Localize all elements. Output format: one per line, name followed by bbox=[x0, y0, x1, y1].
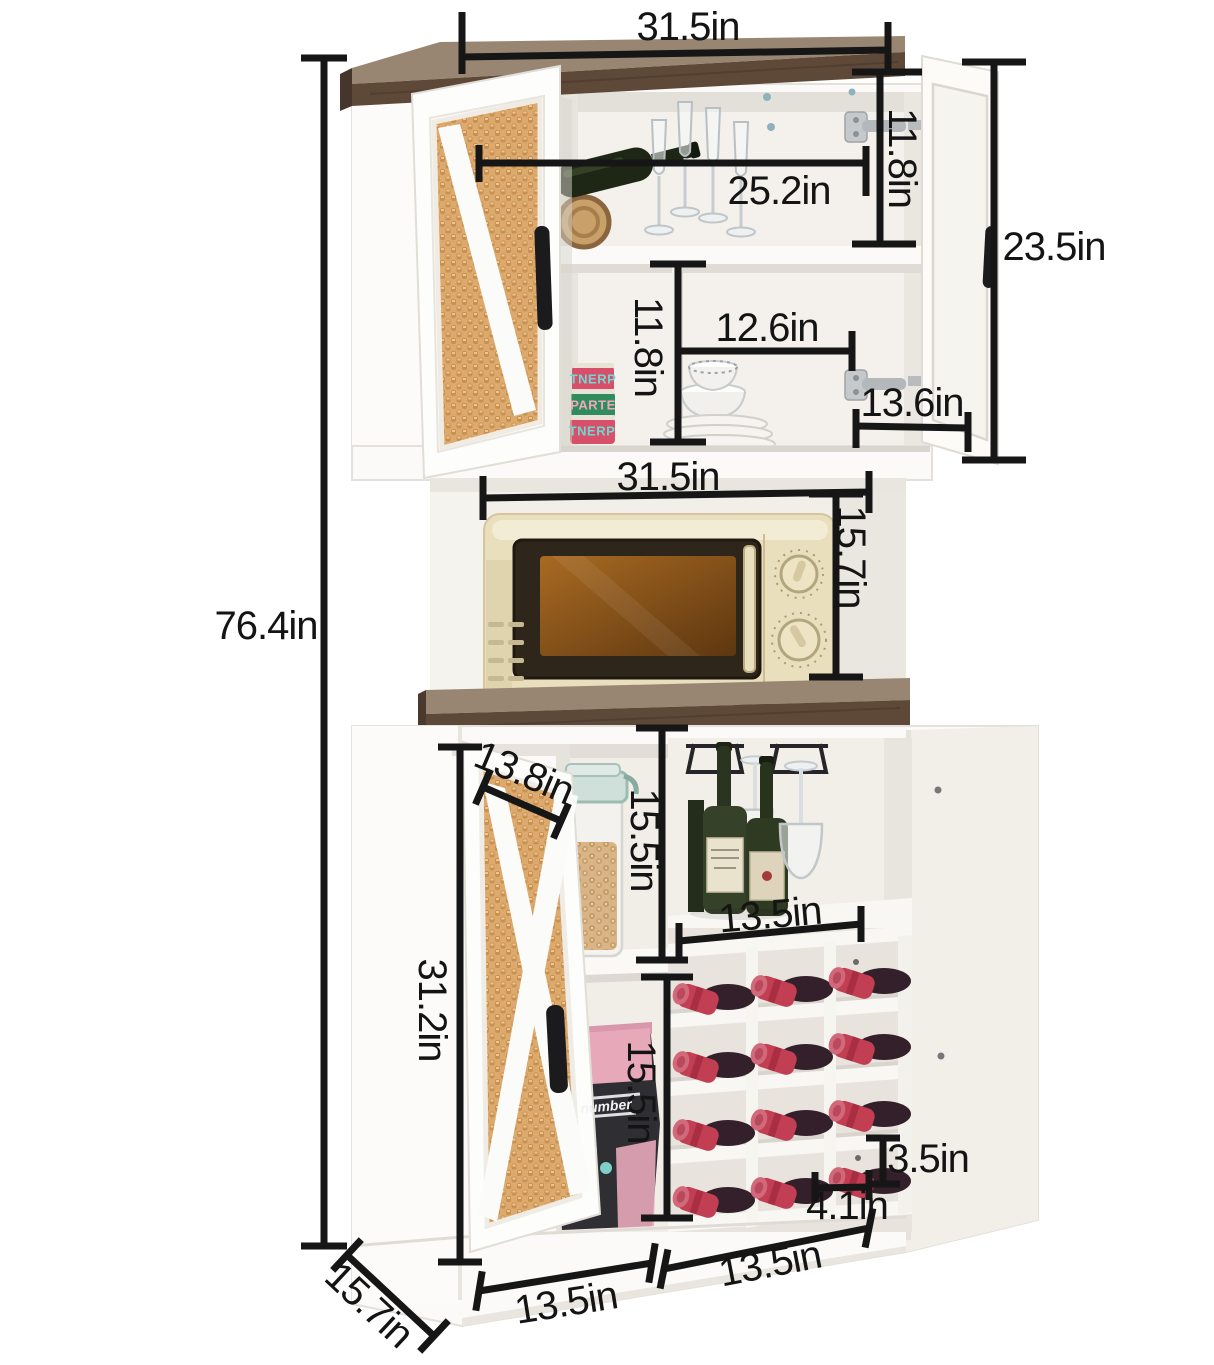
standing-wine-bottles bbox=[688, 742, 790, 920]
dim-label-lower-section-height: 31.2in bbox=[410, 958, 454, 1062]
door-handle bbox=[534, 225, 553, 330]
dim-label-lower-upper-opening-height: 15.5in bbox=[622, 788, 666, 892]
tin-label: TNERP bbox=[569, 371, 617, 387]
dimline-wine-shelf-width bbox=[675, 906, 865, 959]
dim-label-overall-height: 76.4in bbox=[214, 604, 319, 648]
dimline-overall-height bbox=[301, 54, 347, 1250]
upper-right-door bbox=[908, 54, 999, 466]
microwave-knob bbox=[771, 612, 827, 668]
dimension-lines bbox=[301, 12, 1026, 1354]
dimline-wine-cubby-width bbox=[811, 1170, 873, 1202]
dimline-bottom-right-width bbox=[656, 1207, 877, 1290]
dim-label-wine-cubby-width: 4.1in bbox=[806, 1184, 889, 1228]
hinge-icon bbox=[844, 369, 906, 401]
bowls-and-plates bbox=[662, 360, 776, 454]
dim-label-upper-shelf-width: 12.6in bbox=[715, 306, 820, 350]
dimline-lower-lower-opening-height bbox=[641, 973, 693, 1222]
door-handle bbox=[546, 1004, 568, 1094]
dimline-right-door-width bbox=[852, 409, 972, 452]
hinge-icon bbox=[844, 111, 906, 143]
dim-label-top-width: 31.5in bbox=[636, 5, 741, 49]
dim-label-wine-shelf-width: 13.5in bbox=[716, 888, 824, 942]
upper-shelf bbox=[556, 246, 930, 264]
microwave-handle bbox=[743, 545, 756, 673]
dimline-bottom-left-width bbox=[472, 1242, 659, 1312]
food-tins bbox=[570, 363, 615, 444]
dimline-upper-right-door-height bbox=[852, 68, 922, 248]
dimline-right-doors-height bbox=[962, 58, 1026, 464]
dim-label-wine-cubby-height: 3.5in bbox=[887, 1137, 970, 1181]
dim-label-right-door-width: 13.6in bbox=[860, 381, 965, 425]
tin-label: TNERP bbox=[568, 423, 616, 439]
dimline-upper-shelf-width bbox=[674, 331, 856, 371]
dimline-top-width bbox=[458, 12, 892, 74]
dimline-lower-upper-opening-height bbox=[636, 724, 688, 964]
upper-cabinet bbox=[351, 83, 933, 481]
dimline-microwave-opening-width bbox=[479, 471, 873, 520]
upper-left-door bbox=[410, 64, 572, 480]
tin-label: PARTE bbox=[570, 397, 616, 413]
hanging-wine-glass bbox=[778, 760, 824, 880]
dim-label-lower-lower-opening-height: 15.5in bbox=[619, 1040, 663, 1144]
lower-cabinet bbox=[351, 725, 1039, 1328]
dim-label-right-doors-height: 23.5in bbox=[1002, 225, 1107, 269]
lower-left-door bbox=[461, 740, 602, 1254]
dim-label-microwave-opening-width: 31.5in bbox=[616, 455, 721, 499]
dim-label-upper-right-door-height: 11.8in bbox=[880, 107, 924, 209]
dim-label-microwave-opening-height: 15.7in bbox=[829, 505, 873, 609]
dimline-depth bbox=[330, 1237, 451, 1354]
dimline-upper-opening-width bbox=[475, 145, 870, 196]
microwave-knob bbox=[774, 549, 824, 599]
microwave-vents bbox=[488, 622, 524, 681]
dim-label-upper-opening-width: 25.2in bbox=[727, 169, 832, 213]
dimline-microwave-opening-height bbox=[809, 490, 863, 681]
dimline-lower-door-width bbox=[472, 768, 572, 840]
dimline-lower-section-height bbox=[438, 743, 482, 1266]
dim-label-upper-shelf-height: 11.8in bbox=[626, 296, 670, 398]
